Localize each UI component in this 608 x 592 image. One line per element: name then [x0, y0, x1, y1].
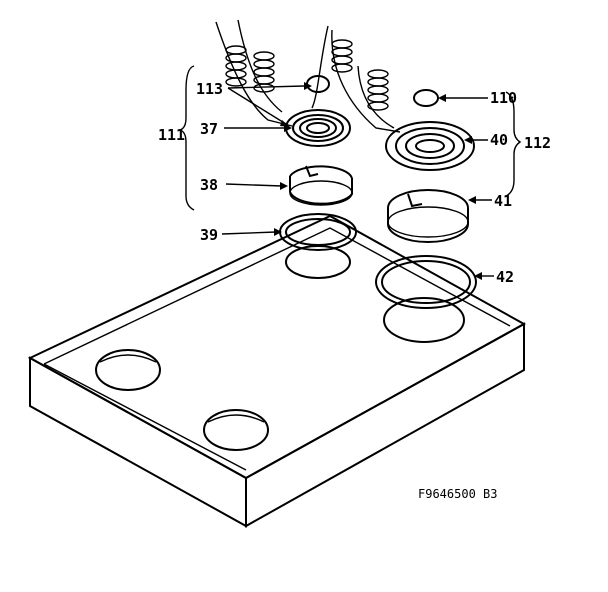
label-40: 40	[490, 131, 508, 149]
label-111: 111	[158, 126, 185, 144]
cooktop-base	[27, 214, 527, 528]
drawing-code: F9646500 B3	[418, 487, 497, 501]
brace-112	[505, 91, 522, 197]
sensor-disc-110	[413, 89, 439, 107]
leader-lines	[221, 82, 494, 280]
drip-ring-41	[387, 189, 469, 243]
label-39: 39	[200, 226, 218, 244]
left-burner-assembly	[215, 19, 357, 251]
label-42: 42	[496, 268, 514, 286]
label-38: 38	[200, 176, 218, 194]
burner-hole-front-right	[203, 409, 269, 451]
burner-hole-front-left	[95, 349, 161, 391]
brace-111	[177, 65, 195, 211]
right-burner-assembly	[331, 29, 477, 309]
spring-d	[367, 69, 389, 111]
label-41: 41	[494, 192, 512, 210]
label-110: 110	[490, 89, 517, 107]
trim-ring-42	[375, 255, 477, 309]
trim-ring-39	[279, 213, 357, 251]
label-37: 37	[200, 120, 218, 138]
heating-coil-40	[385, 121, 475, 171]
drip-ring-38	[289, 165, 353, 206]
label-112: 112	[524, 134, 551, 152]
spring-a	[225, 45, 247, 87]
burner-hole-rear-right	[383, 297, 465, 343]
heating-coil-37	[285, 109, 351, 147]
spring-b	[253, 51, 275, 93]
spring-c	[331, 39, 353, 73]
label-113: 113	[196, 80, 223, 98]
